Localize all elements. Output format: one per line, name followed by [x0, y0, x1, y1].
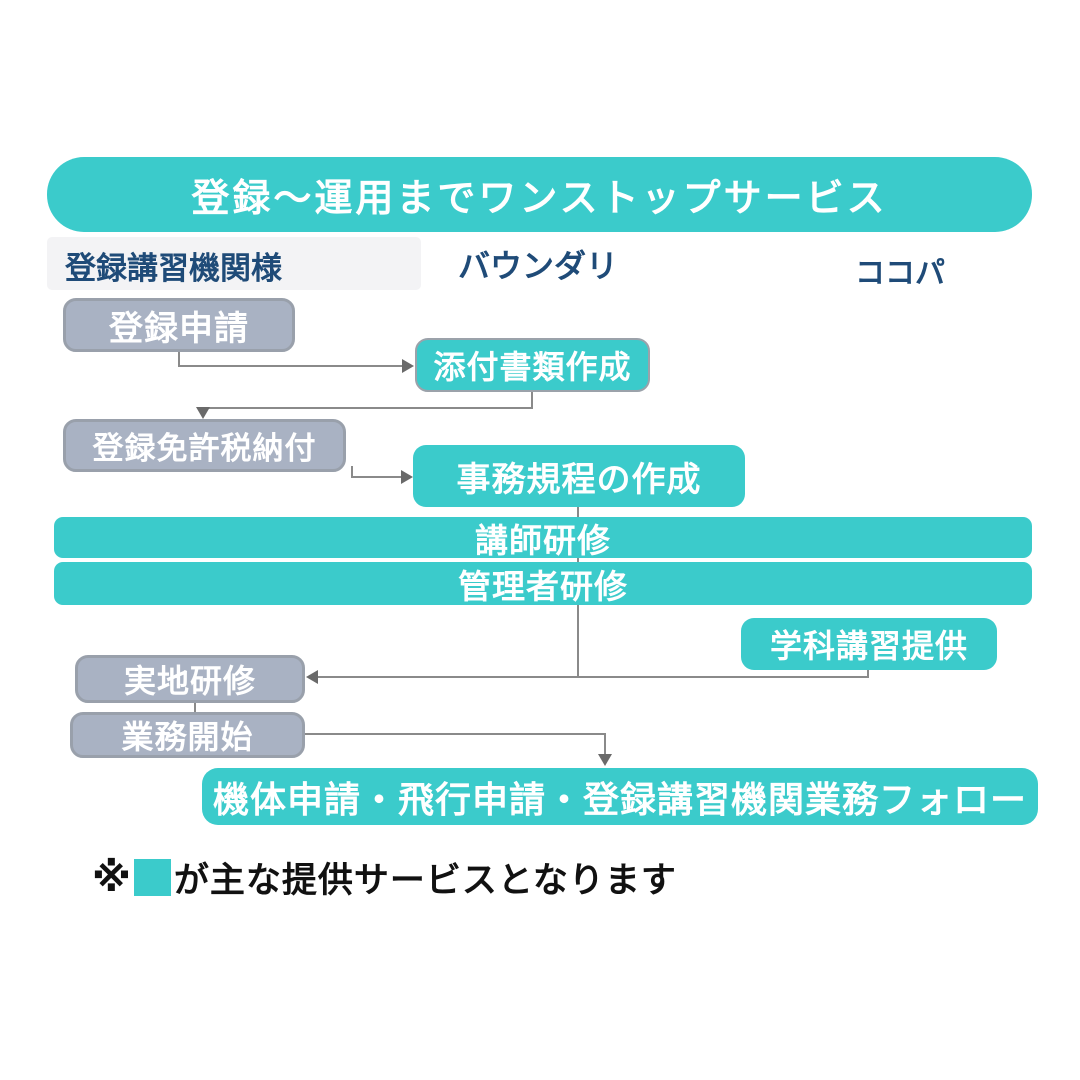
arrowhead-into-followup-bar: [598, 754, 612, 766]
node-followup-bar: 機体申請・飛行申請・登録講習機関業務フォロー: [202, 768, 1038, 825]
arrowhead-into-practical-training: [306, 670, 318, 684]
connector-attach-to-tax-v: [531, 392, 533, 409]
column-header-registered-training-org: 登録講習機関様: [65, 251, 282, 286]
connector-start-to-followup-h: [305, 733, 606, 735]
node-academic-course-provision: 学科講習提供: [741, 618, 997, 670]
column-header-boundary: バウンダリ: [458, 248, 619, 284]
connector-academic-stub-v: [867, 669, 869, 678]
connector-tax-to-office-h: [351, 476, 403, 478]
connector-reg-to-attach-h: [178, 365, 404, 367]
teal-square-icon: [133, 859, 171, 896]
node-manager-training: 管理者研修: [54, 562, 1032, 605]
connector-practical-to-start-v: [194, 703, 196, 713]
connector-tax-to-office-v: [351, 466, 353, 478]
node-business-start: 業務開始: [70, 712, 305, 758]
arrowhead-into-office-regulations: [401, 470, 413, 484]
node-attachment-documents: 添付書類作成: [415, 338, 650, 392]
legend-reference-mark: ※: [92, 855, 131, 900]
legend-note: ※ が主な提供サービスとなります: [92, 852, 677, 903]
connector-junction-h: [309, 676, 869, 678]
node-instructor-training: 講師研修: [54, 517, 1032, 559]
node-registration-license-tax: 登録免許税納付: [63, 419, 346, 472]
title-banner: 登録〜運用までワンストップサービス: [47, 157, 1032, 232]
legend-note-text: が主な提供サービスとなります: [173, 861, 677, 900]
connector-attach-to-tax-h: [203, 407, 533, 409]
column-header-cocopa: ココパ: [855, 257, 945, 290]
arrowhead-into-attachment-documents: [402, 359, 414, 373]
column-header-background: [47, 237, 421, 290]
node-practical-training: 実地研修: [75, 655, 305, 703]
connector-reg-to-attach-v: [178, 352, 180, 367]
title-banner-label: 登録〜運用までワンストップサービス: [191, 178, 888, 220]
node-registration-application: 登録申請: [63, 298, 295, 352]
arrowhead-into-registration-license-tax: [196, 407, 210, 419]
connector-start-to-followup-v: [604, 733, 606, 755]
node-office-regulations: 事務規程の作成: [413, 445, 745, 507]
